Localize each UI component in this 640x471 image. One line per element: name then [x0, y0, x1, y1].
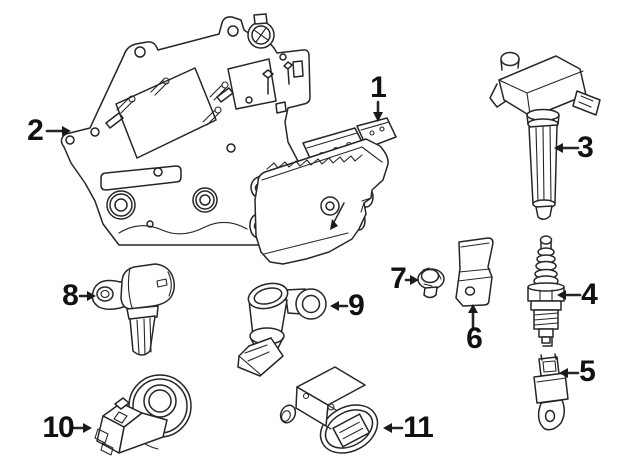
part-4-spark-plug-drawing [527, 235, 565, 347]
part-1-engine-control-module-drawing [249, 117, 397, 265]
callout-3-label[interactable]: 3 [577, 131, 594, 164]
callout-5-label[interactable]: 5 [579, 355, 596, 388]
callout-11-arrow [383, 423, 404, 433]
part-9-crankshaft-position-sensor-drawing [237, 282, 327, 377]
callout-9-label[interactable]: 9 [348, 289, 365, 322]
callout-2-label[interactable]: 2 [27, 114, 44, 147]
callout-3-arrow [554, 143, 580, 153]
callout-10-label[interactable]: 10 [42, 411, 74, 444]
callout-4-arrow [557, 290, 582, 300]
callout-7-arrow [404, 275, 419, 285]
part-5-capacitor-drawing [533, 353, 569, 431]
callout-6-arrow [468, 304, 478, 329]
part-10-knock-sensor-drawing [94, 374, 192, 456]
part-6-bracket-drawing [455, 237, 494, 307]
part-7-screw-drawing [417, 267, 445, 299]
callout-8-arrow [78, 291, 96, 301]
callout-1-arrow [373, 100, 383, 122]
callout-7-label[interactable]: 7 [390, 262, 407, 295]
part-11-map-sensor-drawing [279, 366, 379, 454]
callout-8-label[interactable]: 8 [62, 279, 79, 312]
callout-6-label[interactable]: 6 [466, 322, 483, 355]
part-2-mounting-bracket-drawing [60, 13, 311, 246]
callout-9-arrow [330, 301, 349, 311]
callout-11-label[interactable]: 11 [403, 411, 434, 444]
callout-2-arrow [45, 126, 71, 136]
callout-4-label[interactable]: 4 [581, 278, 598, 311]
callout-1-label[interactable]: 1 [370, 71, 387, 104]
part-3-ignition-coil-drawing [489, 51, 601, 220]
callout-10-arrow [71, 423, 92, 433]
callout-5-arrow [559, 368, 580, 378]
part-8-camshaft-position-sensor-drawing [91, 263, 175, 356]
